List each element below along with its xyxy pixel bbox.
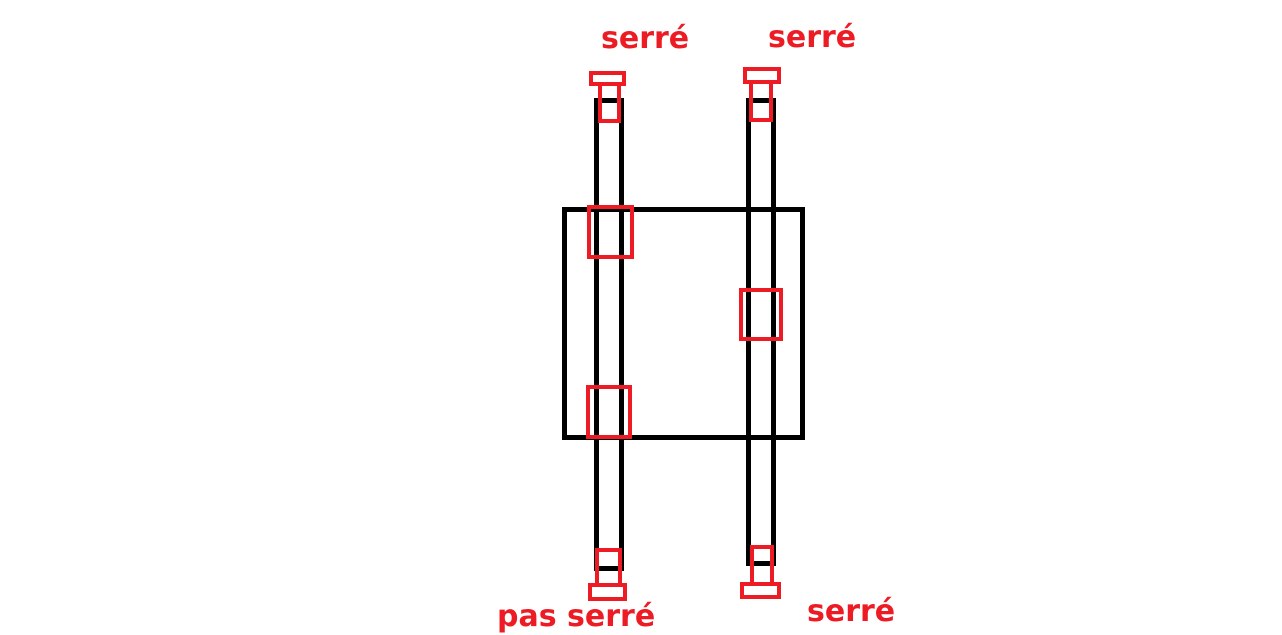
clamp-bottom-right [740, 545, 781, 599]
frame-box [562, 207, 805, 440]
clamp-middle-right [739, 288, 783, 341]
label-top-right: serré [768, 20, 856, 55]
clamp-middle-left-upper [587, 205, 634, 259]
label-top-left: serré [601, 21, 689, 56]
clamp-top-left [589, 71, 626, 123]
clamp-top-right [743, 67, 781, 122]
clamp-middle-left-lower [586, 385, 632, 439]
label-bottom-left: pas serré [497, 599, 655, 634]
clamp-bottom-left [588, 548, 627, 601]
left-bar [594, 98, 624, 571]
right-bar [746, 98, 776, 566]
label-bottom-right: serré [807, 594, 895, 629]
